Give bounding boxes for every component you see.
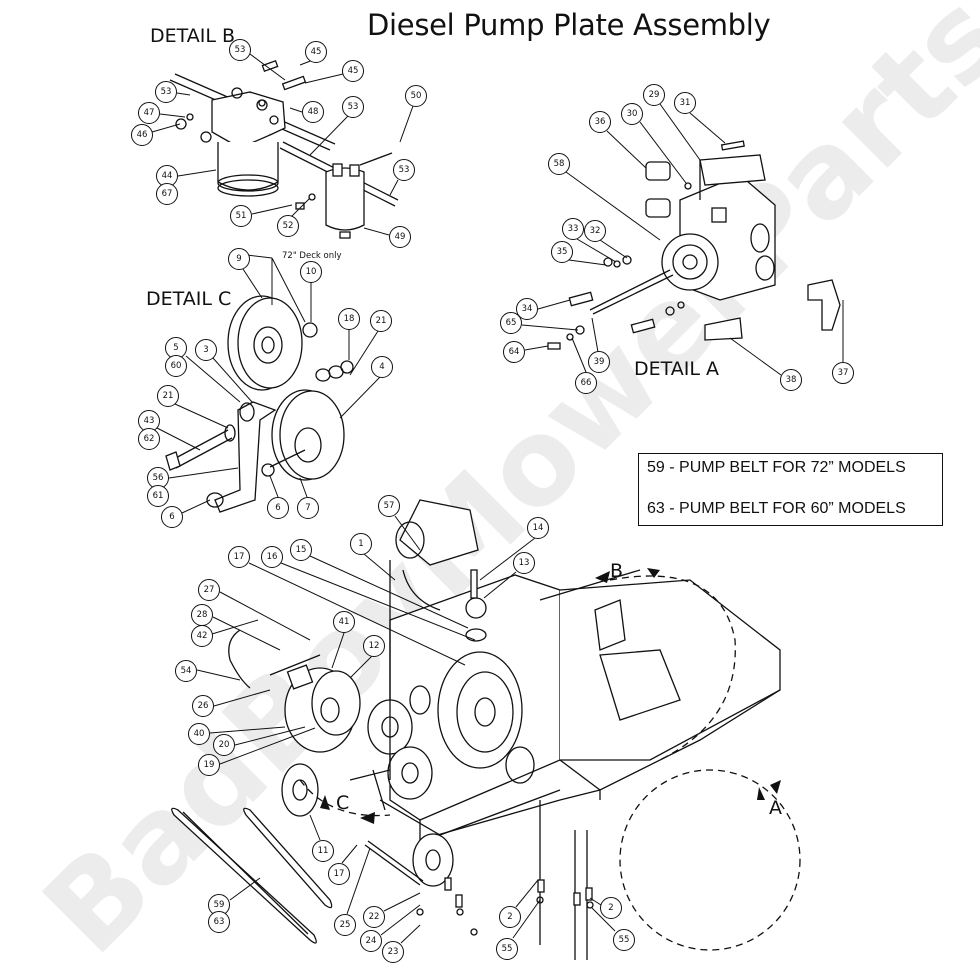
part-callout-38[interactable]: 38 [780, 369, 802, 391]
part-callout-32[interactable]: 32 [584, 220, 606, 242]
part-callout-34[interactable]: 34 [516, 298, 538, 320]
leader-lines [151, 53, 844, 944]
part-callout-17[interactable]: 17 [228, 546, 250, 568]
part-callout-33[interactable]: 33 [562, 218, 584, 240]
part-callout-41[interactable]: 41 [333, 611, 355, 633]
part-callout-4[interactable]: 4 [371, 356, 393, 378]
part-callout-53[interactable]: 53 [229, 39, 251, 61]
part-callout-45[interactable]: 45 [305, 41, 327, 63]
detail-c-drawing [165, 295, 354, 513]
part-callout-50[interactable]: 50 [405, 85, 427, 107]
part-callout-21[interactable]: 21 [157, 385, 179, 407]
part-callout-22[interactable]: 22 [363, 906, 385, 928]
detail-b-label: DETAIL B [150, 25, 236, 47]
part-callout-30[interactable]: 30 [621, 103, 643, 125]
detail-b-drawing [169, 59, 399, 239]
part-callout-49[interactable]: 49 [389, 226, 411, 248]
part-callout-36[interactable]: 36 [589, 111, 611, 133]
part-callout-9[interactable]: 9 [228, 248, 250, 270]
part-callout-51[interactable]: 51 [230, 205, 252, 227]
part-callout-2[interactable]: 2 [600, 897, 622, 919]
part-callout-48[interactable]: 48 [302, 101, 324, 123]
view-marker-a: A [769, 797, 782, 819]
part-callout-47[interactable]: 47 [138, 102, 160, 124]
part-callout-20[interactable]: 20 [213, 734, 235, 756]
part-callout-53[interactable]: 53 [393, 159, 415, 181]
main-assembly-drawing [171, 499, 781, 960]
part-callout-17[interactable]: 17 [328, 863, 350, 885]
part-callout-45[interactable]: 45 [342, 60, 364, 82]
part-callout-65[interactable]: 65 [500, 312, 522, 334]
part-callout-6[interactable]: 6 [161, 506, 183, 528]
part-callout-25[interactable]: 25 [334, 914, 356, 936]
part-callout-52[interactable]: 52 [277, 215, 299, 237]
part-callout-18[interactable]: 18 [338, 308, 360, 330]
part-callout-31[interactable]: 31 [674, 92, 696, 114]
detail-a-drawing [547, 140, 841, 350]
view-marker-c: C [336, 792, 350, 814]
part-callout-54[interactable]: 54 [175, 660, 197, 682]
part-callout-67[interactable]: 67 [156, 183, 178, 205]
part-callout-60[interactable]: 60 [165, 355, 187, 377]
detail-a-label: DETAIL A [634, 358, 719, 380]
part-callout-55[interactable]: 55 [613, 929, 635, 951]
legend-row-60: 63 - PUMP BELT FOR 60” MODELS [647, 500, 906, 517]
part-callout-46[interactable]: 46 [131, 124, 153, 146]
part-callout-53[interactable]: 53 [342, 96, 364, 118]
part-callout-61[interactable]: 61 [147, 485, 169, 507]
part-callout-57[interactable]: 57 [378, 495, 400, 517]
part-callout-2[interactable]: 2 [499, 906, 521, 928]
part-callout-19[interactable]: 19 [198, 754, 220, 776]
part-callout-66[interactable]: 66 [575, 372, 597, 394]
part-callout-11[interactable]: 11 [312, 840, 334, 862]
part-callout-10[interactable]: 10 [300, 261, 322, 283]
part-callout-13[interactable]: 13 [513, 552, 535, 574]
part-callout-55[interactable]: 55 [496, 938, 518, 960]
part-callout-1[interactable]: 1 [350, 533, 372, 555]
part-callout-3[interactable]: 3 [195, 339, 217, 361]
part-callout-53[interactable]: 53 [155, 81, 177, 103]
part-callout-26[interactable]: 26 [192, 695, 214, 717]
belt-legend: 59 - PUMP BELT FOR 72” MODELS 63 - PUMP … [638, 453, 943, 526]
part-callout-37[interactable]: 37 [832, 362, 854, 384]
part-callout-62[interactable]: 62 [138, 428, 160, 450]
part-callout-6[interactable]: 6 [267, 497, 289, 519]
part-callout-35[interactable]: 35 [551, 241, 573, 263]
part-callout-29[interactable]: 29 [643, 84, 665, 106]
part-callout-16[interactable]: 16 [261, 546, 283, 568]
part-callout-27[interactable]: 27 [198, 579, 220, 601]
part-callout-39[interactable]: 39 [588, 351, 610, 373]
legend-row-72: 59 - PUMP BELT FOR 72” MODELS [647, 459, 906, 476]
view-marker-b: B [610, 560, 624, 582]
part-callout-15[interactable]: 15 [290, 539, 312, 561]
detail-c-label: DETAIL C [146, 288, 232, 310]
part-callout-40[interactable]: 40 [188, 723, 210, 745]
part-callout-12[interactable]: 12 [363, 635, 385, 657]
part-callout-59[interactable]: 59 [208, 894, 230, 916]
part-callout-21[interactable]: 21 [370, 310, 392, 332]
part-callout-58[interactable]: 58 [548, 153, 570, 175]
part-callout-63[interactable]: 63 [208, 911, 230, 933]
part-callout-14[interactable]: 14 [527, 517, 549, 539]
part-callout-23[interactable]: 23 [382, 941, 404, 963]
part-callout-64[interactable]: 64 [503, 341, 525, 363]
view-circles [299, 575, 801, 951]
part-callout-7[interactable]: 7 [297, 497, 319, 519]
part-callout-28[interactable]: 28 [191, 604, 213, 626]
part-callout-42[interactable]: 42 [191, 625, 213, 647]
part-callout-24[interactable]: 24 [360, 930, 382, 952]
page-title: Diesel Pump Plate Assembly [367, 8, 771, 42]
deck-note: 72" Deck only [282, 251, 342, 261]
view-arrows [320, 568, 781, 824]
